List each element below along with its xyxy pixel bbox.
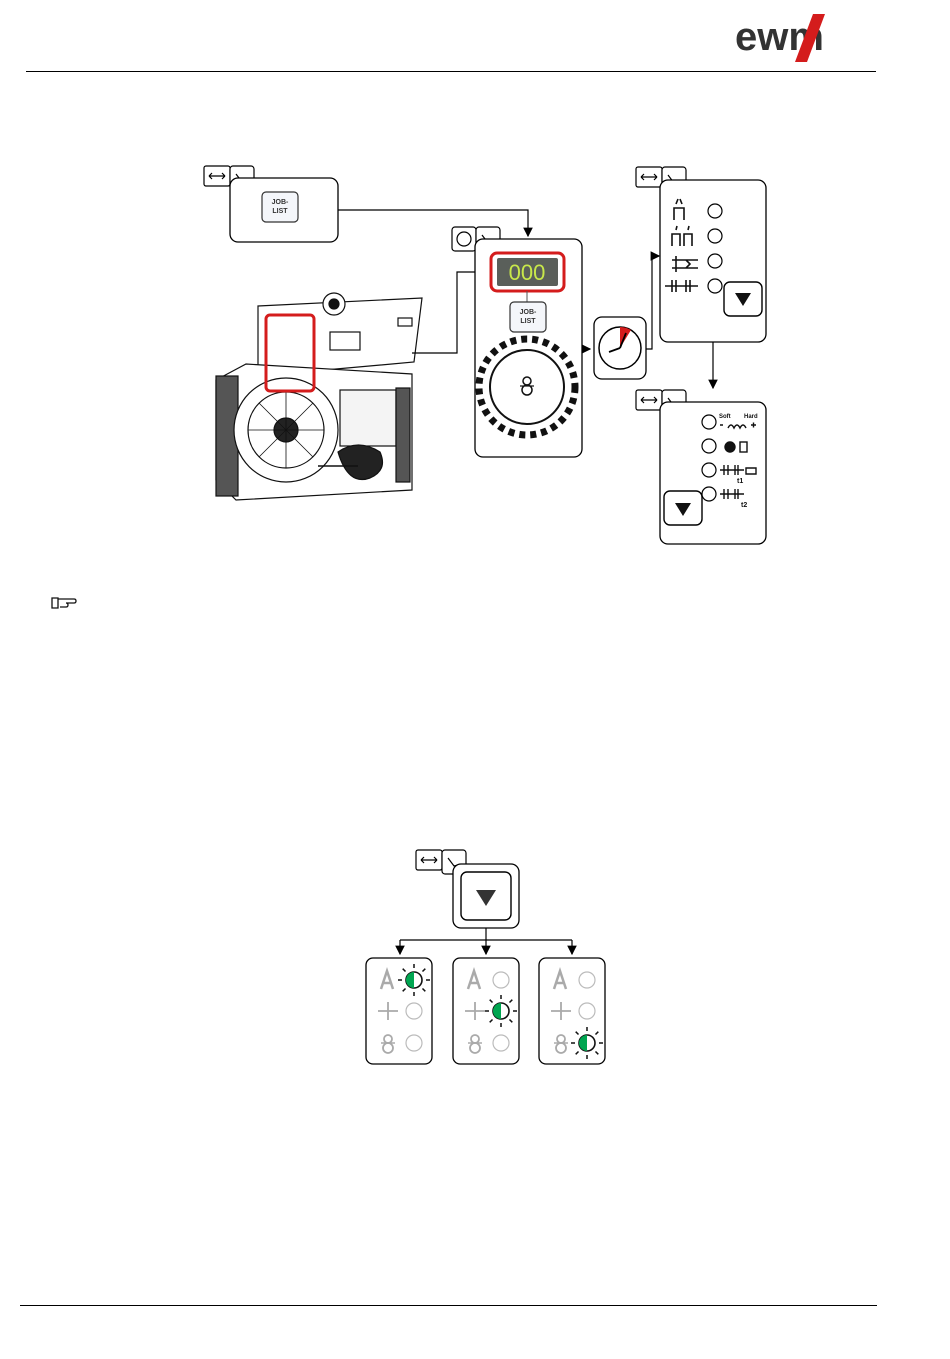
param-led [702,439,716,453]
job-list-label-1: JOB- [272,199,289,206]
hard-label: Hard [744,414,758,420]
clock-icon [594,317,646,379]
t1-label: t1 [737,478,743,485]
down-arrow-button[interactable] [724,282,762,316]
selection-panel [539,958,605,1064]
inactive-led [579,972,595,988]
job-list-label-2: LIST [520,318,536,325]
header-rule [26,71,876,72]
footer-rule [20,1305,877,1306]
ewm-logo: ewm [733,8,863,64]
param-led [702,487,716,501]
param-led [702,463,716,477]
mode-led [708,229,722,243]
down-arrow-button[interactable] [664,491,702,525]
mode-led [708,254,722,268]
job-list-label-1: JOB- [520,309,537,316]
t2-label: t2 [741,502,747,509]
selection-panel [366,958,432,1064]
connector-arrow [646,256,659,349]
mode-led [708,279,722,293]
inactive-led [493,972,509,988]
param-led [702,415,716,429]
figure-job-list-navigation: JOB- LIST 000 JOB- LIST [0,150,950,570]
figure-parameter-selection [340,840,630,1080]
selection-panel [453,958,519,1064]
soft-label: Soft [719,414,731,420]
welding-machine-illustration [216,293,422,500]
inactive-led [493,1035,509,1051]
inactive-led [406,1035,422,1051]
down-arrow-button[interactable] [461,872,511,920]
job-list-label-2: LIST [272,208,288,215]
inactive-led [406,1003,422,1019]
inactive-led [579,1003,595,1019]
display-value: 000 [509,260,546,285]
job-list-button[interactable]: JOB- LIST [510,302,546,332]
pointing-hand-note-icon [50,590,78,612]
gas-pre-flow-icon [725,442,735,452]
job-list-button[interactable]: JOB- LIST [262,192,298,222]
mode-led [708,204,722,218]
